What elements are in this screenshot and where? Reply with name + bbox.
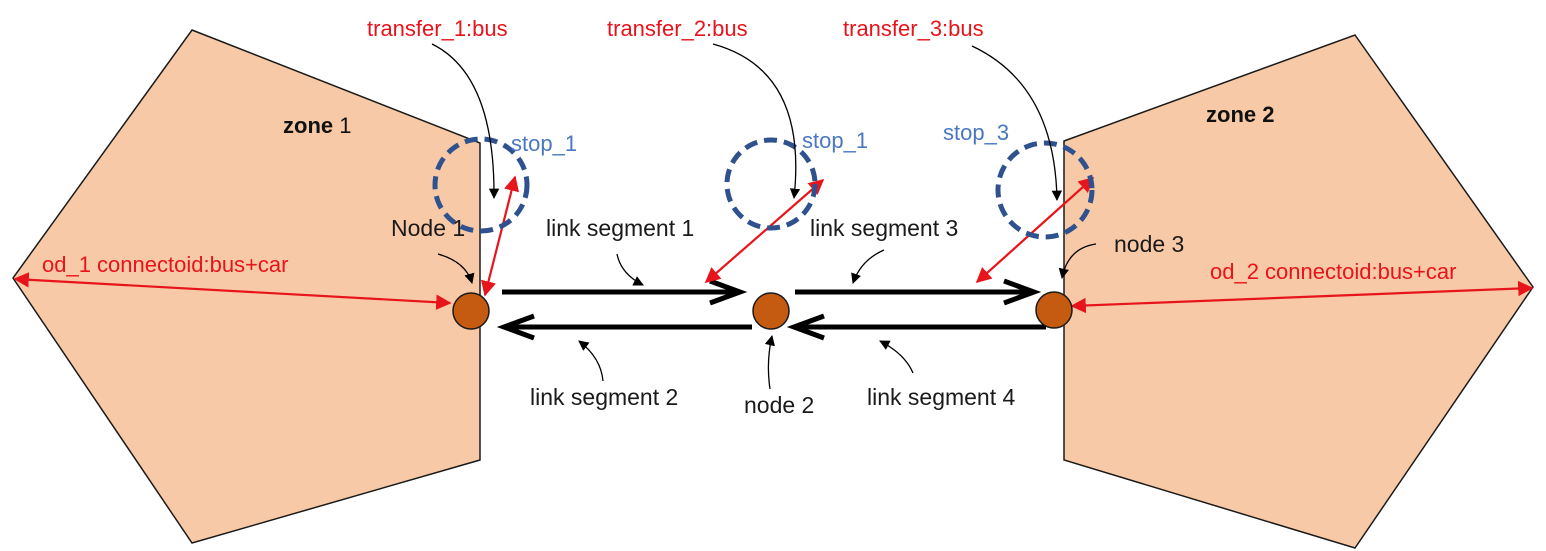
od-2-connectoid-arrow [1070,280,1534,314]
node-3-callout-arrow [1058,243,1097,280]
transfer-2-callout-arrow [712,43,801,200]
link-segment-1-callout-arrow [616,253,644,286]
stop-1-left-label: stop_1 [511,131,577,156]
od-1-connectoid-arrow [13,272,452,310]
od-2-connectoid-label: od_2 connectoid:bus+car [1210,259,1456,284]
node-1-label: Node 1 [391,215,465,241]
zone-1-title-bold: zone [283,113,333,138]
transfer-2-connector-arrow [704,178,825,284]
link-segment-2-callout-arrow [578,340,604,382]
link-segment-4-callout-arrow [879,340,914,374]
zone-1-polygon [12,29,481,544]
node-3-circle [1035,291,1073,329]
stop-3-right-circle [995,140,1095,240]
stop-1-middle-circle [724,137,818,231]
link-segment-1-label: link segment 1 [546,215,694,241]
transfer-2-label: transfer_2:bus [607,16,748,41]
node-1-circle [452,292,490,330]
od-1-connectoid-label: od_1 connectoid:bus+car [42,252,288,277]
link-segment-2-label: link segment 2 [530,384,678,410]
transfer-1-connector-arrow [480,175,520,297]
link-segment-1-arrow [502,278,748,306]
transfer-1-label: transfer_1:bus [367,16,508,41]
node-1-callout-arrow [437,253,475,284]
link-segment-3-callout-arrow [851,249,885,284]
link-segment-2-arrow [496,313,752,341]
link-segment-4-arrow [786,313,1046,341]
link-segment-4-label: link segment 4 [867,384,1016,410]
transfer-1-callout-arrow [431,43,500,200]
stop-1-left-circle [432,136,530,234]
node-2-callout-arrow [764,334,775,390]
transfer-3-callout-arrow [971,45,1063,202]
transfer-3-connector-arrow [975,176,1095,284]
zone-1-title-number: 1 [333,113,351,138]
transfer-3-label: transfer_3:bus [843,16,984,41]
zone-1-title: zone 1 [283,113,351,138]
link-segment-3-arrow [795,278,1042,306]
node-2-circle [752,292,790,330]
stop-3-right-label: stop_3 [943,120,1009,145]
zone-2-title: zone 2 [1206,102,1274,127]
node-2-label: node 2 [744,392,814,418]
link-segment-3-label: link segment 3 [810,215,958,241]
stop-1-middle-label: stop_1 [802,128,868,153]
node-3-label: node 3 [1114,231,1184,257]
